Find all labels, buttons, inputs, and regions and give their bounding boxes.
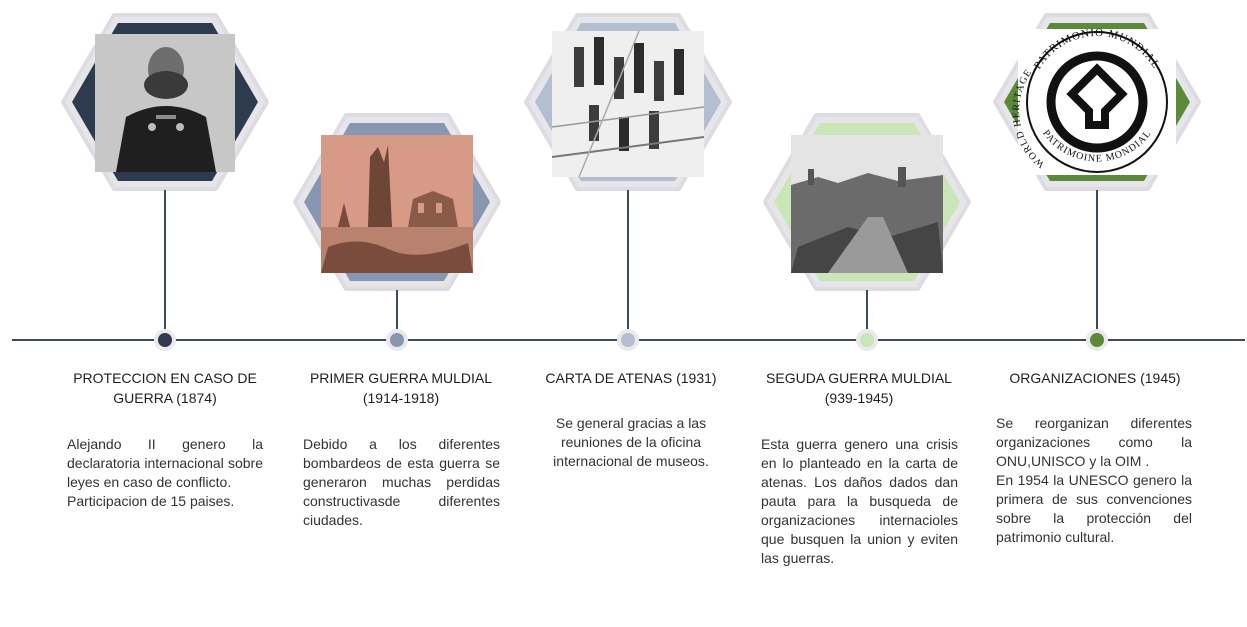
stem-5	[1096, 190, 1098, 329]
item-title-4: SEGUDA GUERRA MULDIAL (939-1945)	[766, 370, 952, 406]
stem-2	[396, 290, 398, 329]
item-title-2: PRIMER GUERRA MULDIAL (1914-1918)	[309, 370, 493, 406]
hexagon-frame-4	[758, 107, 976, 297]
hexagon-frame-3	[519, 7, 737, 197]
stem-4	[866, 290, 868, 329]
item-body-5: Se reorganizan diferentes organizaciones…	[996, 415, 1192, 545]
stem-1	[164, 190, 166, 329]
timeline-dot-2	[386, 329, 408, 351]
city-model-icon	[551, 30, 705, 178]
timeline-dot-3	[617, 329, 639, 351]
hexagon-frame-1	[56, 7, 274, 197]
item-body-1: Alejando II genero la declaratoria inter…	[67, 436, 263, 509]
stem-3	[627, 190, 629, 329]
item-body-3: Se general gracias a las reuniones de la…	[553, 415, 709, 469]
item-title-5: ORGANIZACIONES (1945)	[1009, 370, 1181, 386]
item-body-4: Esta guerra genero una crisis en lo plan…	[761, 436, 958, 566]
timeline-dot-4	[856, 329, 878, 351]
timeline-dot-5	[1086, 329, 1108, 351]
ruins-photo-icon	[321, 135, 473, 273]
world-heritage-emblem-icon: PATRIMONIO MUNDIAL PATRIMOINE MONDIAL WO…	[1011, 27, 1176, 175]
item-title-1: PROTECCION EN CASO DE GUERRA (1874)	[73, 370, 257, 406]
portrait-photo-icon	[95, 34, 235, 172]
timeline-dot-1	[154, 329, 176, 351]
item-title-3: CARTA DE ATENAS (1931)	[545, 370, 717, 386]
item-body-2: Debido a los diferentes bombardeos de es…	[303, 436, 500, 528]
hexagon-frame-2	[288, 107, 506, 297]
destroyed-city-photo-icon	[791, 135, 943, 273]
hexagon-frame-5: PATRIMONIO MUNDIAL PATRIMOINE MONDIAL WO…	[988, 7, 1206, 197]
